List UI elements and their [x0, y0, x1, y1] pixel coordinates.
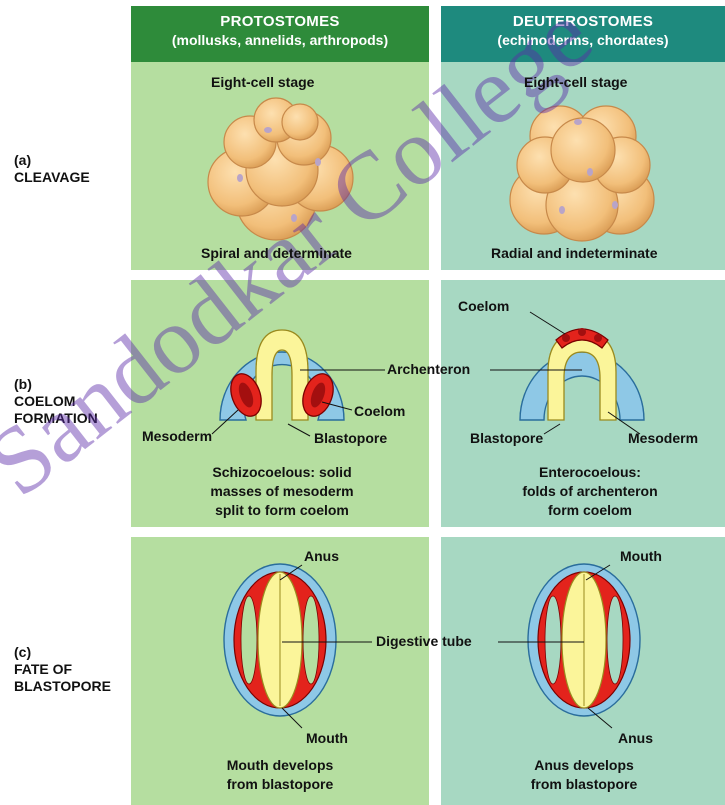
deuterostome-coelom-label: Coelom: [458, 298, 509, 314]
protostome-eight-cell-label: Eight-cell stage: [211, 74, 314, 90]
caption-line: Schizocoelous: solid: [172, 463, 392, 482]
deuterostome-mesoderm-label: Mesoderm: [628, 430, 698, 446]
protostome-blastopore-caption: Mouth develops from blastopore: [190, 756, 370, 794]
deuterostome-blastopore-label: Blastopore: [470, 430, 543, 446]
protostome-blastopore-label: Blastopore: [314, 430, 387, 446]
caption-line: from blastopore: [494, 775, 674, 794]
deuterostome-coelom-caption: Enterocoelous: folds of archenteron form…: [490, 463, 690, 520]
deuterostome-cleavage-type: Radial and indeterminate: [491, 245, 657, 261]
protostome-mouth-label: Mouth: [306, 730, 348, 746]
caption-line: Enterocoelous:: [490, 463, 690, 482]
caption-line: Mouth develops: [190, 756, 370, 775]
deuterostome-eight-cell-label: Eight-cell stage: [524, 74, 627, 90]
protostome-mesoderm-label: Mesoderm: [142, 428, 212, 444]
caption-line: masses of mesoderm: [172, 482, 392, 501]
protostome-coelom-caption: Schizocoelous: solid masses of mesoderm …: [172, 463, 392, 520]
protostome-anus-label: Anus: [304, 548, 339, 564]
protostome-cleavage-type: Spiral and determinate: [201, 245, 352, 261]
caption-line: split to form coelom: [172, 501, 392, 520]
digestive-tube-label: Digestive tube: [376, 633, 472, 649]
caption-line: from blastopore: [190, 775, 370, 794]
protostome-coelom-label: Coelom: [354, 403, 405, 419]
deuterostome-anus-label: Anus: [618, 730, 653, 746]
deuterostome-digestive-tube-diagram: [498, 564, 640, 728]
archenteron-label: Archenteron: [387, 361, 470, 377]
caption-line: folds of archenteron: [490, 482, 690, 501]
deuterostome-mouth-label: Mouth: [620, 548, 662, 564]
caption-line: form coelom: [490, 501, 690, 520]
deuterostome-blastopore-caption: Anus develops from blastopore: [494, 756, 674, 794]
deuterostome-coelom-diagram: [490, 312, 644, 434]
protostome-digestive-tube-diagram: [224, 564, 372, 728]
caption-line: Anus develops: [494, 756, 674, 775]
